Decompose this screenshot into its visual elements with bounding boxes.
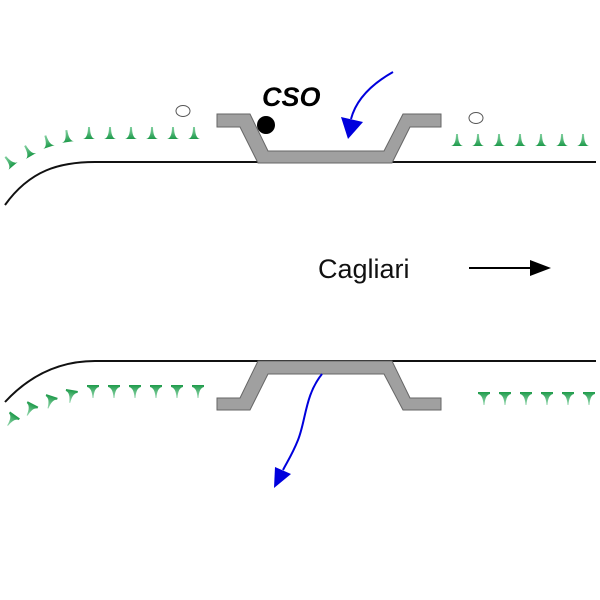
tree-marker-icon <box>4 156 18 170</box>
tree-marker-icon <box>167 127 179 139</box>
tree-marker-icon <box>129 385 141 398</box>
tree-marker-icon <box>108 385 120 398</box>
flow-arrow-in <box>350 71 394 120</box>
tree-marker-icon <box>577 134 589 146</box>
cso-point-icon <box>257 116 275 134</box>
open-circle-left <box>175 105 191 117</box>
tree-marker-icon <box>499 392 511 405</box>
tree-marker-icon <box>171 385 183 398</box>
tree-marker-icon <box>451 134 463 146</box>
tree-marker-icon <box>583 392 595 405</box>
tree-marker-icon <box>65 388 78 403</box>
top-cso-structure <box>216 113 442 164</box>
flow-arrow-out-head <box>274 467 291 488</box>
tree-marker-icon <box>188 127 200 139</box>
top-road-edge <box>4 161 596 206</box>
tree-marker-icon <box>7 411 20 426</box>
top-right-markers <box>451 134 589 146</box>
bottom-carriageway <box>4 360 596 488</box>
tree-marker-icon <box>150 385 162 398</box>
top-left-markers <box>4 127 200 170</box>
tree-marker-icon <box>556 134 568 146</box>
bottom-left-markers <box>7 385 204 426</box>
flow-arrow-out <box>282 373 323 471</box>
tree-marker-icon <box>125 127 137 139</box>
tree-marker-icon <box>62 129 74 143</box>
tree-marker-icon <box>478 392 490 405</box>
tree-marker-icon <box>192 385 204 398</box>
tree-marker-icon <box>562 392 574 405</box>
tree-marker-icon <box>520 392 532 405</box>
tree-marker-icon <box>541 392 553 405</box>
direction-indicator: Cagliari <box>318 254 551 284</box>
bottom-right-markers <box>478 392 595 405</box>
tree-marker-icon <box>87 385 99 398</box>
tree-marker-icon <box>472 134 484 146</box>
tree-marker-icon <box>493 134 505 146</box>
top-carriageway: CSO <box>4 71 596 206</box>
tree-marker-icon <box>535 134 547 146</box>
tree-marker-icon <box>83 127 95 139</box>
tree-marker-icon <box>514 134 526 146</box>
tree-marker-icon <box>43 135 55 149</box>
tree-marker-icon <box>26 401 39 416</box>
cso-label: CSO <box>262 82 321 112</box>
tree-marker-icon <box>146 127 158 139</box>
city-label: Cagliari <box>318 254 410 284</box>
tree-marker-icon <box>104 127 116 139</box>
bottom-cso-structure <box>216 360 442 411</box>
tree-marker-icon <box>45 394 58 409</box>
direction-arrow-icon <box>530 260 551 276</box>
tree-marker-icon <box>24 145 37 159</box>
open-circle-right <box>468 112 484 124</box>
bottom-road-edge <box>4 360 596 403</box>
flow-arrow-in-head <box>341 117 363 139</box>
